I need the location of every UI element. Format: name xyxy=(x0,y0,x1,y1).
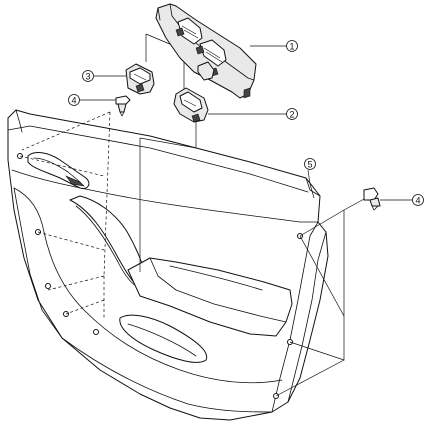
callout-1: 1 xyxy=(286,40,298,52)
trim-clip-right xyxy=(363,187,381,211)
callout-label: 3 xyxy=(85,72,90,82)
callout-2: 2 xyxy=(286,108,298,120)
armrest xyxy=(127,257,293,337)
callout-5: 5 xyxy=(304,158,316,170)
callout-4-left: 4 xyxy=(68,94,80,106)
power-window-switch xyxy=(173,87,209,123)
door-pocket xyxy=(119,314,208,363)
door-trim-top-rail xyxy=(7,125,309,193)
switch-button xyxy=(177,17,203,45)
assembly-lines xyxy=(19,33,367,397)
trim-clip-left xyxy=(115,95,131,117)
power-window-master-switch xyxy=(155,3,257,99)
callout-4-right: 4 xyxy=(412,194,424,206)
callout-label: 4 xyxy=(415,196,420,206)
power-window-sub-switch xyxy=(125,63,155,95)
callout-label: 5 xyxy=(307,160,312,170)
switch-button xyxy=(199,39,227,67)
clip-holes xyxy=(17,153,303,399)
clip-hole xyxy=(45,283,51,289)
door-trim-upper-ridge xyxy=(11,169,319,223)
callout-label: 4 xyxy=(71,96,76,106)
callout-label: 1 xyxy=(289,42,294,52)
clip-hole xyxy=(93,329,99,335)
door-trim-lower-sweep xyxy=(13,187,283,384)
door-trim-panel xyxy=(7,109,329,421)
callout-3: 3 xyxy=(82,70,94,82)
callout-leaders xyxy=(80,45,412,201)
callout-label: 2 xyxy=(289,110,294,120)
